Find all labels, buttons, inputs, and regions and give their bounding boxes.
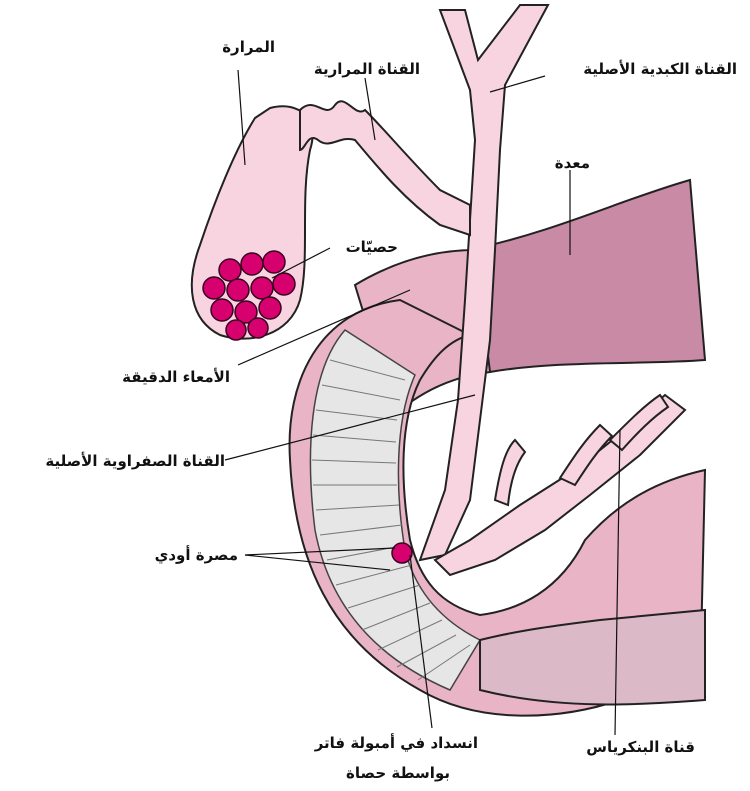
duodenum-distal-shape — [479, 608, 706, 706]
label-gallstones: حصيّات — [346, 238, 398, 256]
label-pancreatic-duct: قناة البنكرياس — [586, 738, 695, 756]
cystic-duct-shape — [299, 100, 471, 237]
label-common-bile-duct: القناة الصفراوية الأصلية — [45, 452, 225, 470]
leader-lines — [224, 69, 621, 736]
label-ampulla-block-line2: بواسطة حصاة — [346, 764, 450, 782]
stomach-shape — [468, 178, 707, 374]
pancreatic-branch-3 — [608, 393, 670, 452]
label-small-intestine: الأمعاء الدقيقة — [122, 368, 230, 386]
label-stomach: معدة — [555, 154, 590, 172]
label-cystic-duct: القناة المرارية — [314, 60, 420, 78]
label-sphincter-of-oddi: مصرة أودي — [155, 545, 238, 565]
pancreatic-branch-2 — [558, 423, 614, 487]
gallstones-cluster — [202, 250, 296, 341]
pancreatic-branch-1 — [493, 438, 527, 507]
ampulla-stone — [391, 542, 413, 564]
duodenum-lumen-shape — [309, 329, 482, 691]
duodenum-folds — [311, 359, 471, 681]
label-ampulla-block-line1: انسداد في أمبولة فاتر — [314, 733, 478, 752]
label-common-hepatic-duct: القناة الكبدية الأصلية — [583, 60, 737, 78]
label-gallbladder: المرارة — [222, 38, 275, 56]
